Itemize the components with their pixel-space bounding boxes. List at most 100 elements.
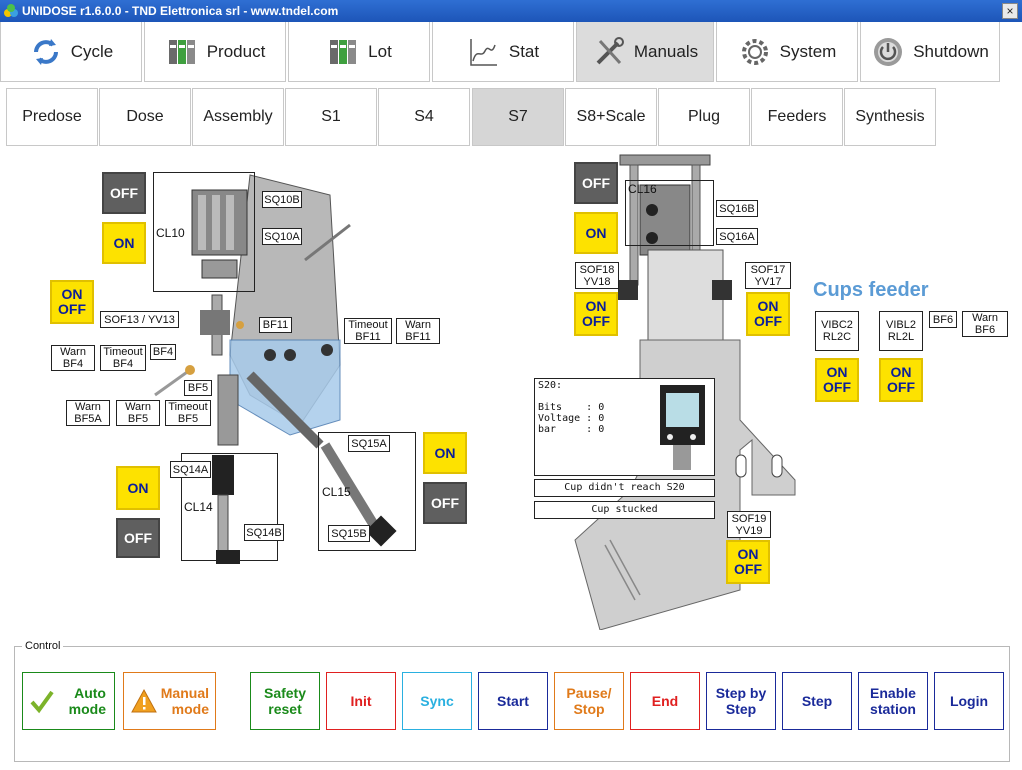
tab-dose[interactable]: Dose — [99, 88, 191, 146]
stat-chart-icon — [470, 38, 497, 66]
tab-plug[interactable]: Plug — [658, 88, 750, 146]
sq15a-label: SQ15A — [348, 435, 390, 452]
cl14-on-button[interactable]: ON — [116, 466, 160, 510]
tab-s7[interactable]: S7 — [472, 88, 564, 146]
init-button[interactable]: Init — [326, 672, 396, 730]
cl16-on-button[interactable]: ON — [574, 212, 618, 254]
nav-lot-label: Lot — [368, 41, 392, 61]
auto-mode-label: Auto mode — [68, 685, 106, 717]
vibc2-on-off-button[interactable]: ON OFF — [815, 358, 859, 402]
vibc2-off-text: OFF — [823, 379, 851, 395]
nav-stat[interactable]: Stat — [432, 22, 574, 82]
cl16-frame — [625, 180, 714, 246]
control-group — [14, 646, 1010, 762]
pause-stop-button[interactable]: Pause/ Stop — [554, 672, 624, 730]
cl10-label: CL10 — [156, 226, 185, 240]
manual-mode-button[interactable]: Manual mode — [123, 672, 216, 730]
bf5-label: BF5 — [184, 380, 212, 396]
s20-bar-row: bar : 0 — [538, 424, 605, 435]
sof19-on-text: ON — [737, 546, 759, 562]
vibc2-label: VIBC2 RL2C — [815, 311, 859, 351]
bf11-label: BF11 — [259, 317, 292, 333]
timeout-bf5-label: Timeout BF5 — [165, 400, 211, 426]
sof19-label: SOF19 YV19 — [727, 511, 771, 538]
sq15b-label: SQ15B — [328, 525, 370, 542]
step-by-step-button[interactable]: Step by Step — [706, 672, 776, 730]
vibl2-on-text: ON — [890, 364, 912, 380]
cups-feeder-title: Cups feeder — [813, 279, 929, 301]
cl15-on-button[interactable]: ON — [423, 432, 467, 474]
sq10b-label: SQ10B — [262, 191, 302, 208]
sof17-on-off-button[interactable]: ON OFF — [746, 292, 790, 336]
tab-predose[interactable]: Predose — [6, 88, 98, 146]
nav-shutdown[interactable]: Shutdown — [860, 22, 1000, 82]
system-gear-icon — [741, 38, 768, 65]
product-binders-icon — [168, 39, 195, 64]
nav-manuals[interactable]: Manuals — [576, 22, 714, 82]
auto-mode-button[interactable]: Auto mode — [22, 672, 115, 730]
tab-synthesis[interactable]: Synthesis — [844, 88, 936, 146]
enable-station-button[interactable]: Enable station — [858, 672, 928, 730]
sof13-on-off-button[interactable]: ON OFF — [50, 280, 94, 324]
sof19-off-text: OFF — [734, 561, 762, 577]
checkmark-icon — [30, 690, 54, 714]
window-title: UNIDOSE r1.6.0.0 - TND Elettronica srl -… — [22, 4, 339, 18]
cl14-label: CL14 — [184, 500, 213, 514]
warn-bf4-label: Warn BF4 — [51, 345, 95, 371]
sof17-label: SOF17 YV17 — [745, 262, 791, 289]
login-button[interactable]: Login — [934, 672, 1004, 730]
sensor-drawing — [660, 385, 705, 470]
sof18-on-off-button[interactable]: ON OFF — [574, 292, 618, 336]
cl10-off-button[interactable]: OFF — [102, 172, 146, 214]
close-button[interactable]: × — [1002, 3, 1018, 19]
tab-s1[interactable]: S1 — [285, 88, 377, 146]
sof19-on-off-button[interactable]: ON OFF — [726, 540, 770, 584]
cl10-on-button[interactable]: ON — [102, 222, 146, 264]
sof18-label: SOF18 YV18 — [575, 262, 619, 289]
nav-system-label: System — [779, 41, 837, 61]
nav-cycle[interactable]: Cycle — [0, 22, 142, 82]
sync-button[interactable]: Sync — [402, 672, 472, 730]
nav-lot[interactable]: Lot — [288, 22, 430, 82]
warn-bf11-label: Warn BF11 — [396, 318, 440, 344]
sof18-on-text: ON — [585, 298, 607, 314]
bf6-label: BF6 — [929, 311, 957, 328]
nav-cycle-label: Cycle — [70, 41, 114, 61]
cl14-off-button[interactable]: OFF — [116, 518, 160, 558]
s20-title: S20: — [538, 380, 563, 391]
start-button[interactable]: Start — [478, 672, 548, 730]
cl15-off-button[interactable]: OFF — [423, 482, 467, 524]
lot-binders-icon — [330, 39, 357, 64]
warn-bf6-label: Warn BF6 — [962, 311, 1008, 337]
nav-product-label: Product — [206, 41, 266, 61]
nav-shutdown-label: Shutdown — [913, 41, 989, 61]
vibl2-on-off-button[interactable]: ON OFF — [879, 358, 923, 402]
cl14-frame — [181, 453, 278, 561]
s20-voltage-row: Voltage : 0 — [538, 413, 605, 424]
s20-bits-row: Bits : 0 — [538, 402, 605, 413]
sof13-on-text: ON — [61, 286, 83, 302]
timeout-bf11-label: Timeout BF11 — [344, 318, 392, 344]
timeout-bf4-label: Timeout BF4 — [100, 345, 146, 371]
tab-assembly[interactable]: Assembly — [192, 88, 284, 146]
sq10a-label: SQ10A — [262, 228, 302, 245]
cl16-off-button[interactable]: OFF — [574, 162, 618, 204]
bf4-label: BF4 — [150, 344, 176, 360]
sof13-off-text: OFF — [58, 301, 86, 317]
tab-feeders[interactable]: Feeders — [751, 88, 843, 146]
cycle-arrows-icon — [33, 38, 58, 65]
title-bar: UNIDOSE r1.6.0.0 - TND Elettronica srl -… — [0, 0, 1022, 22]
tab-s4[interactable]: S4 — [378, 88, 470, 146]
sof13-label: SOF13 / YV13 — [100, 311, 179, 328]
end-button[interactable]: End — [630, 672, 700, 730]
nav-product[interactable]: Product — [144, 22, 286, 82]
cl15-label: CL15 — [322, 485, 351, 499]
safety-reset-button[interactable]: Safety reset — [250, 672, 320, 730]
sof17-off-text: OFF — [754, 313, 782, 329]
vibc2-on-text: ON — [826, 364, 848, 380]
step-button[interactable]: Step — [782, 672, 852, 730]
cup-didnt-reach-s20-message: Cup didn't reach S20 — [534, 479, 715, 497]
tab-s8-scale[interactable]: S8+Scale — [565, 88, 657, 146]
nav-system[interactable]: System — [716, 22, 858, 82]
cl16-label: CL16 — [628, 182, 657, 196]
